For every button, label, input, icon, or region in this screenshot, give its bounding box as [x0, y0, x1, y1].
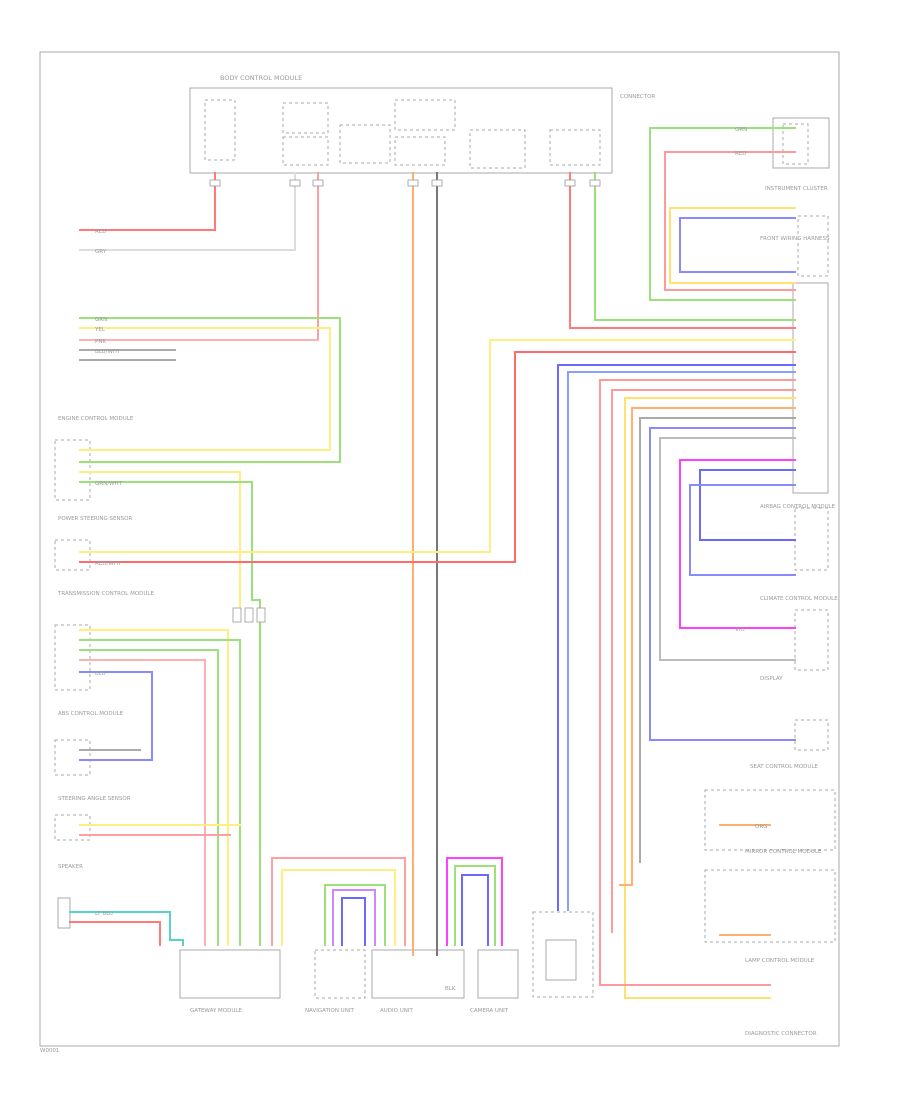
wires — [69, 127, 796, 999]
gateway-module-label: GATEWAY MODULE — [190, 1008, 242, 1014]
diag-connector-label: DIAGNOSTIC CONNECTOR — [745, 1031, 817, 1037]
airbag-box — [794, 507, 829, 571]
label-green-white: GRN/WHT — [95, 481, 123, 487]
lamp-box — [704, 869, 836, 943]
label-blue-white: BLU/WHT — [95, 349, 121, 355]
label-green-2: GRN — [735, 127, 747, 133]
label-yellow: YEL — [94, 327, 106, 333]
camera-unit-label: CAMERA UNIT — [470, 1008, 509, 1014]
mirror-box — [704, 789, 836, 851]
label-red: RED — [95, 229, 107, 235]
left-conn-5 — [54, 814, 91, 841]
bcm-top-label: BODY CONTROL MODULE — [220, 74, 302, 82]
footer-code: W0001 — [40, 1048, 59, 1054]
left-conn-3 — [54, 624, 91, 691]
label-light-blue: LT BLU — [95, 911, 113, 917]
engine-module-label: ENGINE CONTROL MODULE — [58, 416, 134, 422]
power-steering-label: POWER STEERING SENSOR — [58, 516, 132, 522]
navigation-unit-label: NAVIGATION UNIT — [305, 1008, 354, 1014]
label-black: BLK — [445, 986, 456, 992]
camera-box — [477, 949, 519, 999]
diagram-border — [39, 51, 840, 1047]
front-wiring-label: FRONT WIRING HARNESS — [760, 236, 830, 242]
label-green: GRN — [95, 317, 107, 323]
label-orange: ORG — [755, 824, 767, 830]
lamp-module-label: LAMP CONTROL MODULE — [745, 958, 815, 964]
top-module: BODY CONTROL MODULE CONNECTOR — [189, 74, 655, 174]
right-top-component — [772, 117, 830, 169]
label-red-2: RED — [735, 151, 747, 157]
steering-angle-label: STEERING ANGLE SENSOR — [58, 796, 131, 802]
connector-pins — [209, 179, 601, 623]
display-box — [794, 719, 829, 751]
left-conn-2 — [54, 539, 91, 571]
label-blue: BLU — [95, 671, 106, 677]
left-conn-4 — [54, 739, 91, 776]
speaker-box — [57, 897, 71, 929]
diag-box — [532, 911, 594, 998]
navigation-box — [314, 949, 366, 999]
airbag-module-label: AIRBAG CONTROL MODULE — [760, 504, 836, 510]
label-gray: GRY — [95, 249, 107, 255]
display-label: DISPLAY — [760, 676, 783, 682]
label-violet: VIO — [735, 627, 745, 633]
climate-module-label: CLIMATE CONTROL MODULE — [760, 596, 838, 602]
connector-block-label: CONNECTOR — [620, 94, 655, 100]
seat-module-label: SEAT CONTROL MODULE — [750, 764, 818, 770]
audio-unit-label: AUDIO UNIT — [380, 1008, 413, 1014]
label-red-white: RED/WHT — [95, 561, 122, 567]
instrument-cluster-label: INSTRUMENT CLUSTER — [765, 186, 828, 192]
speaker-label: SPEAKER — [58, 864, 83, 870]
abs-module-label: ABS CONTROL MODULE — [58, 711, 124, 717]
label-pink: PNK — [95, 339, 106, 345]
gateway-box — [179, 949, 281, 999]
audio-box — [371, 949, 465, 999]
transmission-label: TRANSMISSION CONTROL MODULE — [57, 591, 154, 597]
right-connector — [792, 282, 829, 494]
climate-box — [794, 609, 829, 671]
wire-labels: RED GRY GRN YEL PNK BLU/WHT GRN/WHT RED/… — [94, 127, 767, 992]
mirror-module-label: MIRROR CONTROL MODULE — [745, 849, 822, 855]
